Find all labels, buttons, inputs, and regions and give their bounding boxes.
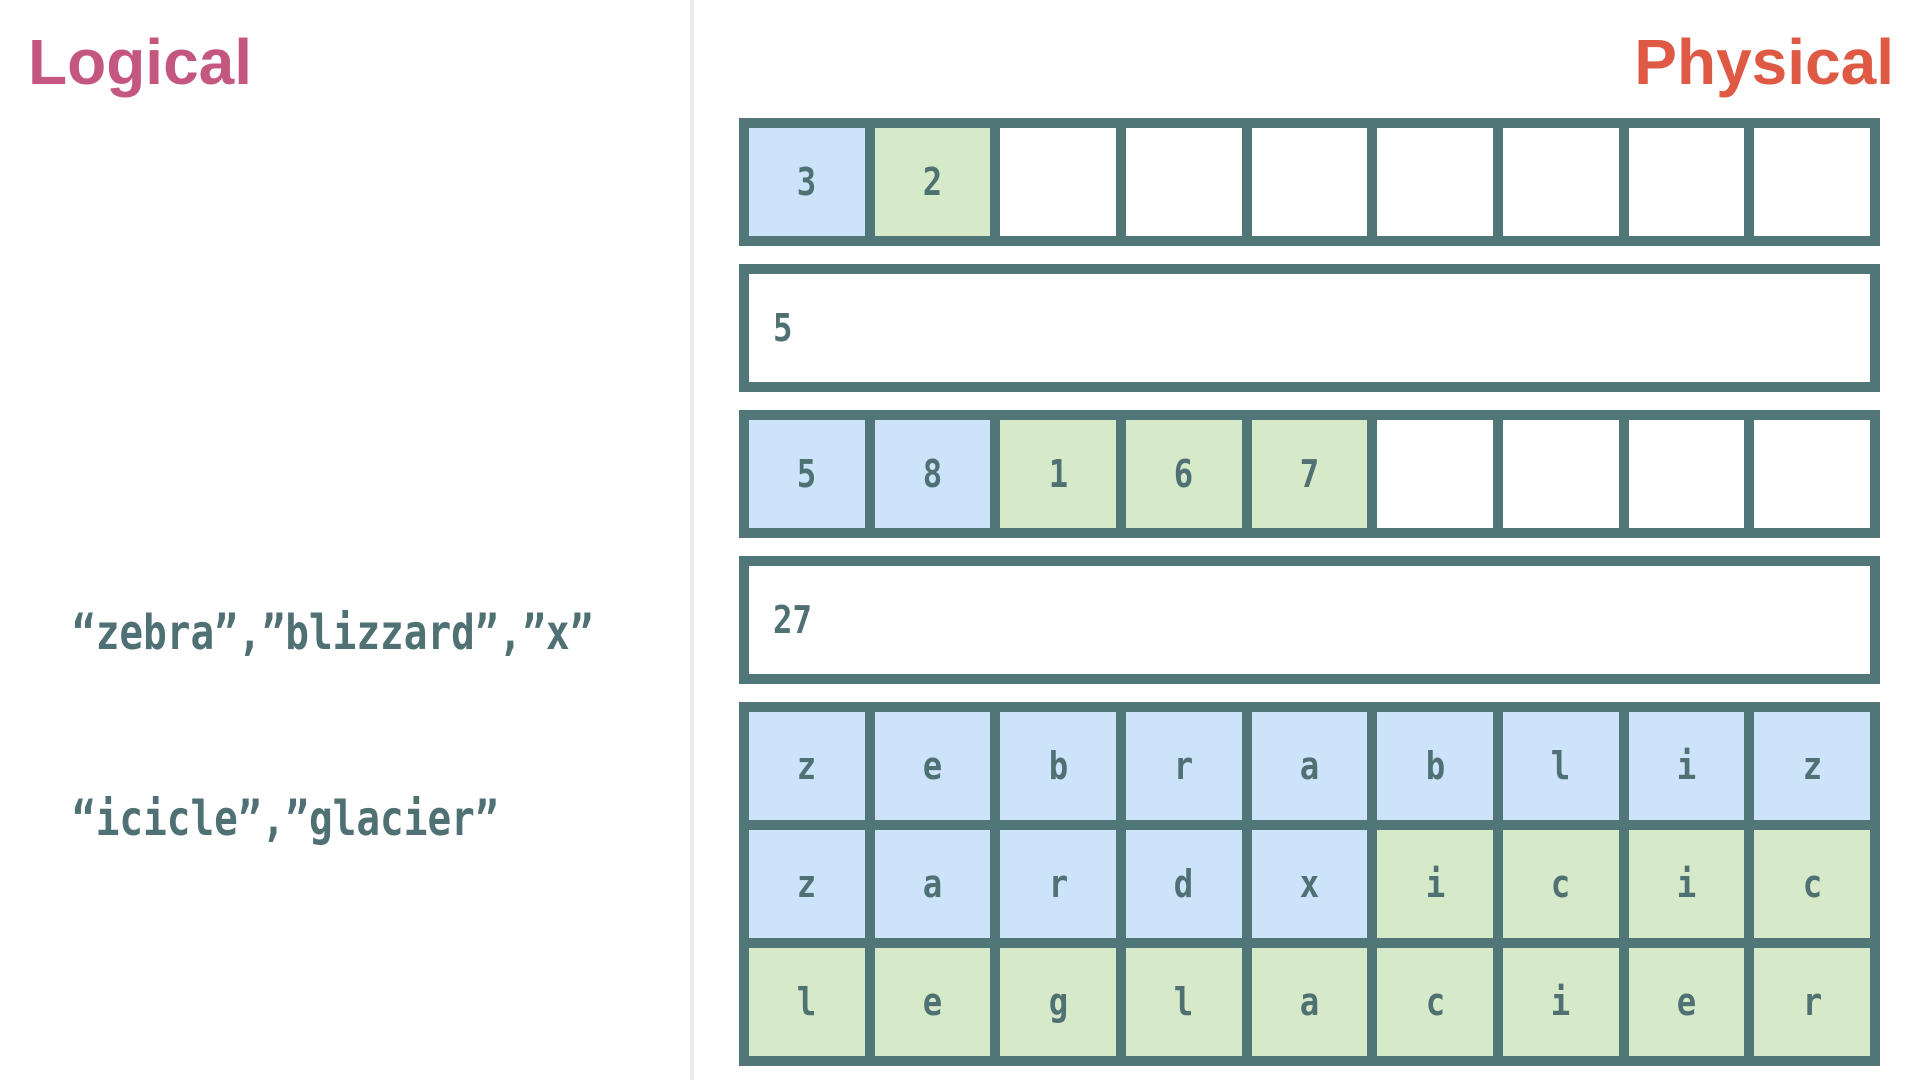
lengths-cell: 1	[1000, 420, 1116, 528]
char-cell-value: c	[1425, 980, 1445, 1024]
char-cell: a	[874, 830, 991, 938]
char-cell-value: r	[1048, 862, 1068, 906]
lengths-cell-value: 5	[797, 452, 817, 496]
char-cell: d	[1125, 830, 1242, 938]
char-cell: c	[1502, 830, 1619, 938]
char-cell: e	[1628, 948, 1745, 1056]
offsets-cell	[1125, 128, 1242, 236]
char-cell-value: x	[1299, 862, 1320, 906]
char-cell-value: c	[1551, 862, 1571, 906]
char-cell: i	[1628, 712, 1745, 820]
logical-title: Logical	[28, 26, 253, 98]
lengths-cell: 8	[874, 420, 991, 528]
offsets-cell: 2	[874, 128, 991, 236]
total-block: 27	[739, 556, 1880, 684]
char-cell: a	[1251, 948, 1368, 1056]
char-cell: r	[1000, 830, 1116, 938]
chars-block: z e b r a b l i z z a r d x i c i c l e g l a c i e r	[739, 702, 1880, 1066]
char-cell: x	[1251, 830, 1368, 938]
total-value: 27	[773, 598, 812, 642]
lengths-cell	[1628, 420, 1745, 528]
lengths-cell: 6	[1125, 420, 1242, 528]
lengths-cell	[1754, 420, 1870, 528]
char-cell-value: i	[1551, 980, 1571, 1024]
logical-strings: “zebra”,”blizzard”,”x” “icicle”,”glacier…	[72, 478, 593, 974]
char-cell-value: e	[1676, 980, 1697, 1024]
char-cell: r	[1754, 948, 1870, 1056]
char-cell: i	[1502, 948, 1619, 1056]
char-cell-value: l	[1174, 980, 1194, 1024]
count-value: 5	[773, 306, 793, 350]
lengths-block: 5 8 1 6 7	[739, 410, 1880, 538]
char-cell: l	[749, 948, 865, 1056]
char-cell-value: i	[1676, 744, 1697, 788]
char-cell-value: z	[797, 862, 817, 906]
char-cell-value: g	[1048, 980, 1068, 1024]
char-cell-value: a	[1299, 980, 1320, 1024]
lengths-cell: 5	[749, 420, 865, 528]
offsets-cell	[1000, 128, 1116, 236]
char-cell-value: z	[797, 744, 817, 788]
char-cell-value: l	[1551, 744, 1571, 788]
char-cell: c	[1377, 948, 1493, 1056]
char-cell-value: i	[1676, 862, 1697, 906]
char-cell: r	[1125, 712, 1242, 820]
lengths-cell	[1502, 420, 1619, 528]
lengths-cell-value: 7	[1299, 452, 1320, 496]
count-cell: 5	[749, 274, 1870, 382]
logical-line-2: “icicle”,”glacier”	[72, 791, 499, 847]
char-cell-value: a	[922, 862, 943, 906]
lengths-cell: 7	[1251, 420, 1368, 528]
char-cell-value: e	[922, 980, 943, 1024]
offsets-cell: 3	[749, 128, 865, 236]
lengths-cell-value: 6	[1174, 452, 1194, 496]
offsets-cell	[1377, 128, 1493, 236]
char-cell: c	[1754, 830, 1870, 938]
char-cell: a	[1251, 712, 1368, 820]
char-cell-value: r	[1174, 744, 1194, 788]
offsets-cell	[1628, 128, 1745, 236]
char-cell: i	[1628, 830, 1745, 938]
lengths-cell-value: 8	[922, 452, 943, 496]
chars-grid: z e b r a b l i z z a r d x i c i c l e g l a c i e r	[749, 712, 1870, 1056]
char-cell: e	[874, 712, 991, 820]
char-cell-value: d	[1174, 862, 1194, 906]
char-cell: b	[1377, 712, 1493, 820]
char-cell-value: i	[1425, 862, 1445, 906]
char-cell-value: c	[1802, 862, 1822, 906]
char-cell: g	[1000, 948, 1116, 1056]
char-cell-value: l	[797, 980, 817, 1024]
lengths-cell	[1377, 420, 1493, 528]
total-cell: 27	[749, 566, 1870, 674]
char-cell: l	[1125, 948, 1242, 1056]
char-cell: b	[1000, 712, 1116, 820]
logical-line-1: “zebra”,”blizzard”,”x”	[72, 605, 594, 661]
offsets-cell	[1754, 128, 1870, 236]
char-cell-value: z	[1802, 744, 1822, 788]
char-cell-value: a	[1299, 744, 1320, 788]
count-block: 5	[739, 264, 1880, 392]
char-cell-value: r	[1802, 980, 1822, 1024]
offsets-cell-value: 2	[922, 160, 943, 204]
lengths-cell-value: 1	[1048, 452, 1068, 496]
char-cell: e	[874, 948, 991, 1056]
char-cell-value: e	[922, 744, 943, 788]
offsets-cell	[1502, 128, 1619, 236]
char-cell: z	[749, 830, 865, 938]
offsets-cell	[1251, 128, 1368, 236]
char-cell: z	[749, 712, 865, 820]
physical-title: Physical	[1634, 26, 1894, 98]
char-cell: i	[1377, 830, 1493, 938]
char-cell: z	[1754, 712, 1870, 820]
panel-divider	[690, 0, 694, 1080]
char-cell: l	[1502, 712, 1619, 820]
logical-panel: Logical “zebra”,”blizzard”,”x” “icicle”,…	[0, 0, 690, 1080]
offsets-cell-value: 3	[797, 160, 817, 204]
lengths-grid: 5 8 1 6 7	[749, 420, 1870, 528]
char-cell-value: b	[1425, 744, 1445, 788]
char-cell-value: b	[1048, 744, 1068, 788]
